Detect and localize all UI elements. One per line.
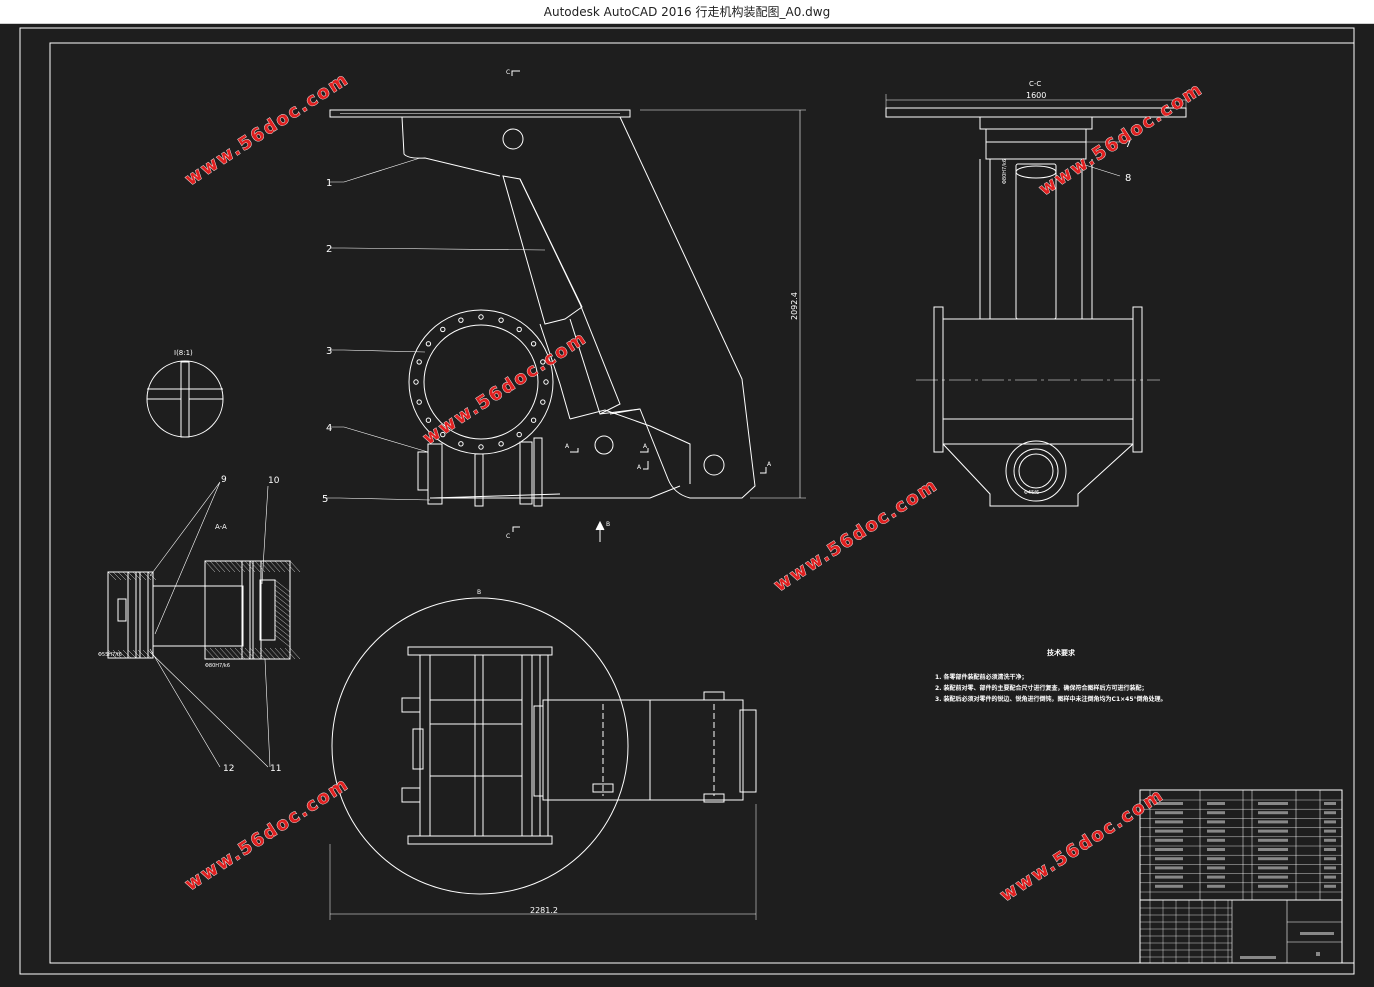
bolt-hole bbox=[516, 326, 522, 333]
cc-view bbox=[885, 94, 1187, 507]
notes-line-3: 3. 装配后必须对零件的锐边、锐角进行倒钝，图样中未注倒角均为C1×45°倒角处… bbox=[935, 695, 1167, 703]
part-number-5: 5 bbox=[322, 494, 328, 505]
part-number-11: 11 bbox=[270, 764, 281, 774]
section-c-bottom: C bbox=[506, 533, 510, 540]
flange-ring-inner bbox=[423, 324, 539, 440]
detail-view bbox=[146, 360, 224, 438]
watermark-4: www.56doc.com bbox=[770, 474, 942, 596]
notes-heading: 技术要求 bbox=[1047, 648, 1076, 657]
window-titlebar: Autodesk AutoCAD 2016 行走机构装配图_A0.dwg bbox=[0, 0, 1374, 24]
cc-view-title: C-C bbox=[1029, 80, 1041, 88]
part-number-1: 1 bbox=[326, 178, 332, 189]
b-view-title: B bbox=[477, 589, 481, 596]
main-view bbox=[325, 70, 806, 542]
fit-cc2: Φ45f6 bbox=[1024, 490, 1039, 496]
watermark-1: www.56doc.com bbox=[181, 68, 353, 190]
watermark-5: www.56doc.com bbox=[181, 773, 353, 895]
bolt-hole bbox=[516, 431, 522, 438]
window-title: Autodesk AutoCAD 2016 行走机构装配图_A0.dwg bbox=[543, 5, 831, 19]
bolt-hole bbox=[478, 444, 484, 450]
dim-height: 2092.4 bbox=[790, 292, 799, 320]
bolt-hole bbox=[413, 379, 419, 385]
bolt-hole bbox=[416, 399, 422, 405]
aa-view-title: A-A bbox=[215, 523, 227, 531]
part-number-9: 9 bbox=[221, 475, 227, 485]
section-a-right2: A bbox=[767, 461, 772, 468]
section-a-right1: A bbox=[643, 443, 648, 450]
bolt-hole bbox=[530, 417, 537, 423]
bolt-hole bbox=[530, 341, 537, 347]
part-number-4: 4 bbox=[326, 423, 332, 434]
bolt-hole bbox=[540, 399, 546, 405]
notes-line-2: 2. 装配前对零、部件的主要配合尺寸进行复查，确保符合图样后方可进行装配； bbox=[935, 684, 1148, 692]
title-block bbox=[1139, 789, 1343, 964]
dim-plate-width: 1600 bbox=[1026, 91, 1046, 100]
fit-left: Φ55H7/f6 bbox=[98, 652, 122, 658]
section-b-arrow: B bbox=[606, 521, 610, 528]
bolt-hole bbox=[540, 359, 546, 365]
watermark-6: www.56doc.com bbox=[996, 784, 1168, 906]
bolt-hole bbox=[416, 359, 422, 365]
section-a-left: A bbox=[565, 443, 570, 450]
bolt-hole bbox=[440, 431, 446, 438]
bolt-hole bbox=[440, 326, 446, 333]
b-view bbox=[329, 597, 757, 920]
part-number-12: 12 bbox=[223, 764, 234, 774]
part-number-7: 7 bbox=[1125, 139, 1131, 150]
fit-right: Φ80H7/k6 bbox=[205, 663, 230, 669]
section-a-mid: A bbox=[637, 464, 642, 471]
bolt-hole bbox=[425, 341, 432, 347]
bolt-hole bbox=[425, 417, 432, 423]
bolt-hole bbox=[498, 441, 504, 447]
dim-width-bottom: 2281.2 bbox=[530, 906, 558, 915]
fit-cc: Φ80H7/k6 bbox=[1002, 159, 1008, 184]
drawing-canvas[interactable]: 1 2 3 4 5 7 8 9 10 11 12 C C A A A A B C… bbox=[0, 24, 1374, 983]
bolt-hole bbox=[458, 441, 464, 447]
detail-view-title: I(8:1) bbox=[174, 349, 193, 357]
flange-bolt-holes bbox=[413, 314, 549, 450]
watermarks: www.56doc.com www.56doc.com www.56doc.co… bbox=[181, 68, 1208, 907]
bolt-hole bbox=[498, 317, 504, 323]
bolt-hole bbox=[543, 379, 549, 385]
part-number-10: 10 bbox=[268, 476, 280, 486]
aa-view bbox=[107, 481, 301, 768]
inner-frame bbox=[49, 42, 1355, 964]
part-number-8: 8 bbox=[1125, 173, 1131, 184]
watermark-3: www.56doc.com bbox=[419, 327, 591, 449]
part-number-2: 2 bbox=[326, 244, 332, 255]
section-c-top: C bbox=[506, 69, 510, 76]
watermark-2: www.56doc.com bbox=[1035, 78, 1207, 200]
part-number-3: 3 bbox=[326, 346, 332, 357]
drawing-svg[interactable]: 1 2 3 4 5 7 8 9 10 11 12 C C A A A A B C… bbox=[0, 24, 1374, 983]
bolt-hole bbox=[478, 314, 484, 320]
bolt-hole bbox=[458, 317, 464, 323]
notes-line-1: 1. 各零部件装配前必须清洗干净； bbox=[935, 673, 1028, 681]
